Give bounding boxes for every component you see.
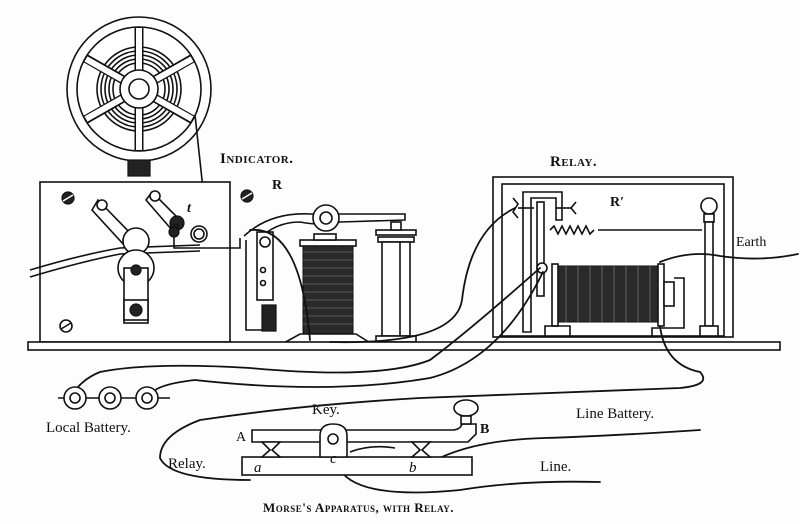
wire-relay-to-register (329, 207, 516, 344)
label-contact-c: c (330, 451, 337, 467)
label-indicator-mark: R (272, 178, 283, 193)
relay-armature (536, 201, 545, 297)
wire-line (339, 469, 601, 494)
relay-frame (522, 191, 563, 333)
reel-stand-nut (127, 159, 151, 177)
tape-roller-bracket (117, 249, 155, 324)
label-key: Key. (312, 402, 340, 418)
wires (69, 207, 799, 494)
label-relay-wire: Relay. (168, 456, 206, 472)
key-base (241, 456, 473, 476)
relay-coil (555, 265, 661, 323)
wire-local-battery (149, 271, 544, 399)
label-key-end-b: B (480, 422, 489, 437)
figure-caption: Morse's Apparatus, with Relay. (263, 500, 454, 515)
label-relay: Relay. (550, 154, 597, 170)
key-lever (251, 423, 477, 443)
key-spring (349, 445, 396, 453)
label-roller-t: t (187, 201, 192, 216)
label-indicator: Indicator. (220, 151, 293, 167)
wire-relay-loop (159, 325, 705, 481)
paper-reel (66, 16, 212, 236)
label-line-battery: Line Battery. (576, 406, 654, 422)
label-key-end-a: A (236, 430, 247, 445)
electromagnet-coil (302, 245, 354, 335)
relay-case-inner (501, 183, 725, 337)
label-local-battery: Local Battery. (46, 420, 131, 436)
battery-cell (63, 386, 87, 410)
relay (492, 176, 734, 338)
wire-local-circuit (69, 267, 541, 399)
label-relay-mark: R′ (610, 195, 624, 210)
label-contact-a: a (254, 460, 262, 476)
stop-pillar (381, 241, 411, 337)
binding-post (704, 221, 714, 327)
local-battery (58, 386, 170, 410)
wire-earth (659, 253, 799, 263)
label-line: Line. (540, 459, 571, 475)
label-earth: Earth (736, 235, 766, 250)
indicator-register (29, 181, 254, 343)
register-electromagnet (243, 204, 417, 345)
reel-axle (128, 78, 150, 100)
label-contact-b: b (409, 460, 417, 476)
key-knob (453, 399, 479, 417)
telegraph-key (241, 399, 479, 476)
label-roller-m: m (169, 219, 179, 234)
register-levers (91, 190, 208, 255)
binding-post-knob (700, 197, 718, 215)
battery-cell (98, 386, 122, 410)
base-board (27, 341, 781, 351)
wire-line-battery (429, 429, 701, 464)
retracting-spring (549, 224, 595, 236)
screw-icons (59, 189, 254, 333)
battery-cell (135, 386, 159, 410)
armature-pivot (312, 204, 340, 232)
paper-tape (29, 244, 201, 271)
coil-top-plate (299, 239, 357, 247)
